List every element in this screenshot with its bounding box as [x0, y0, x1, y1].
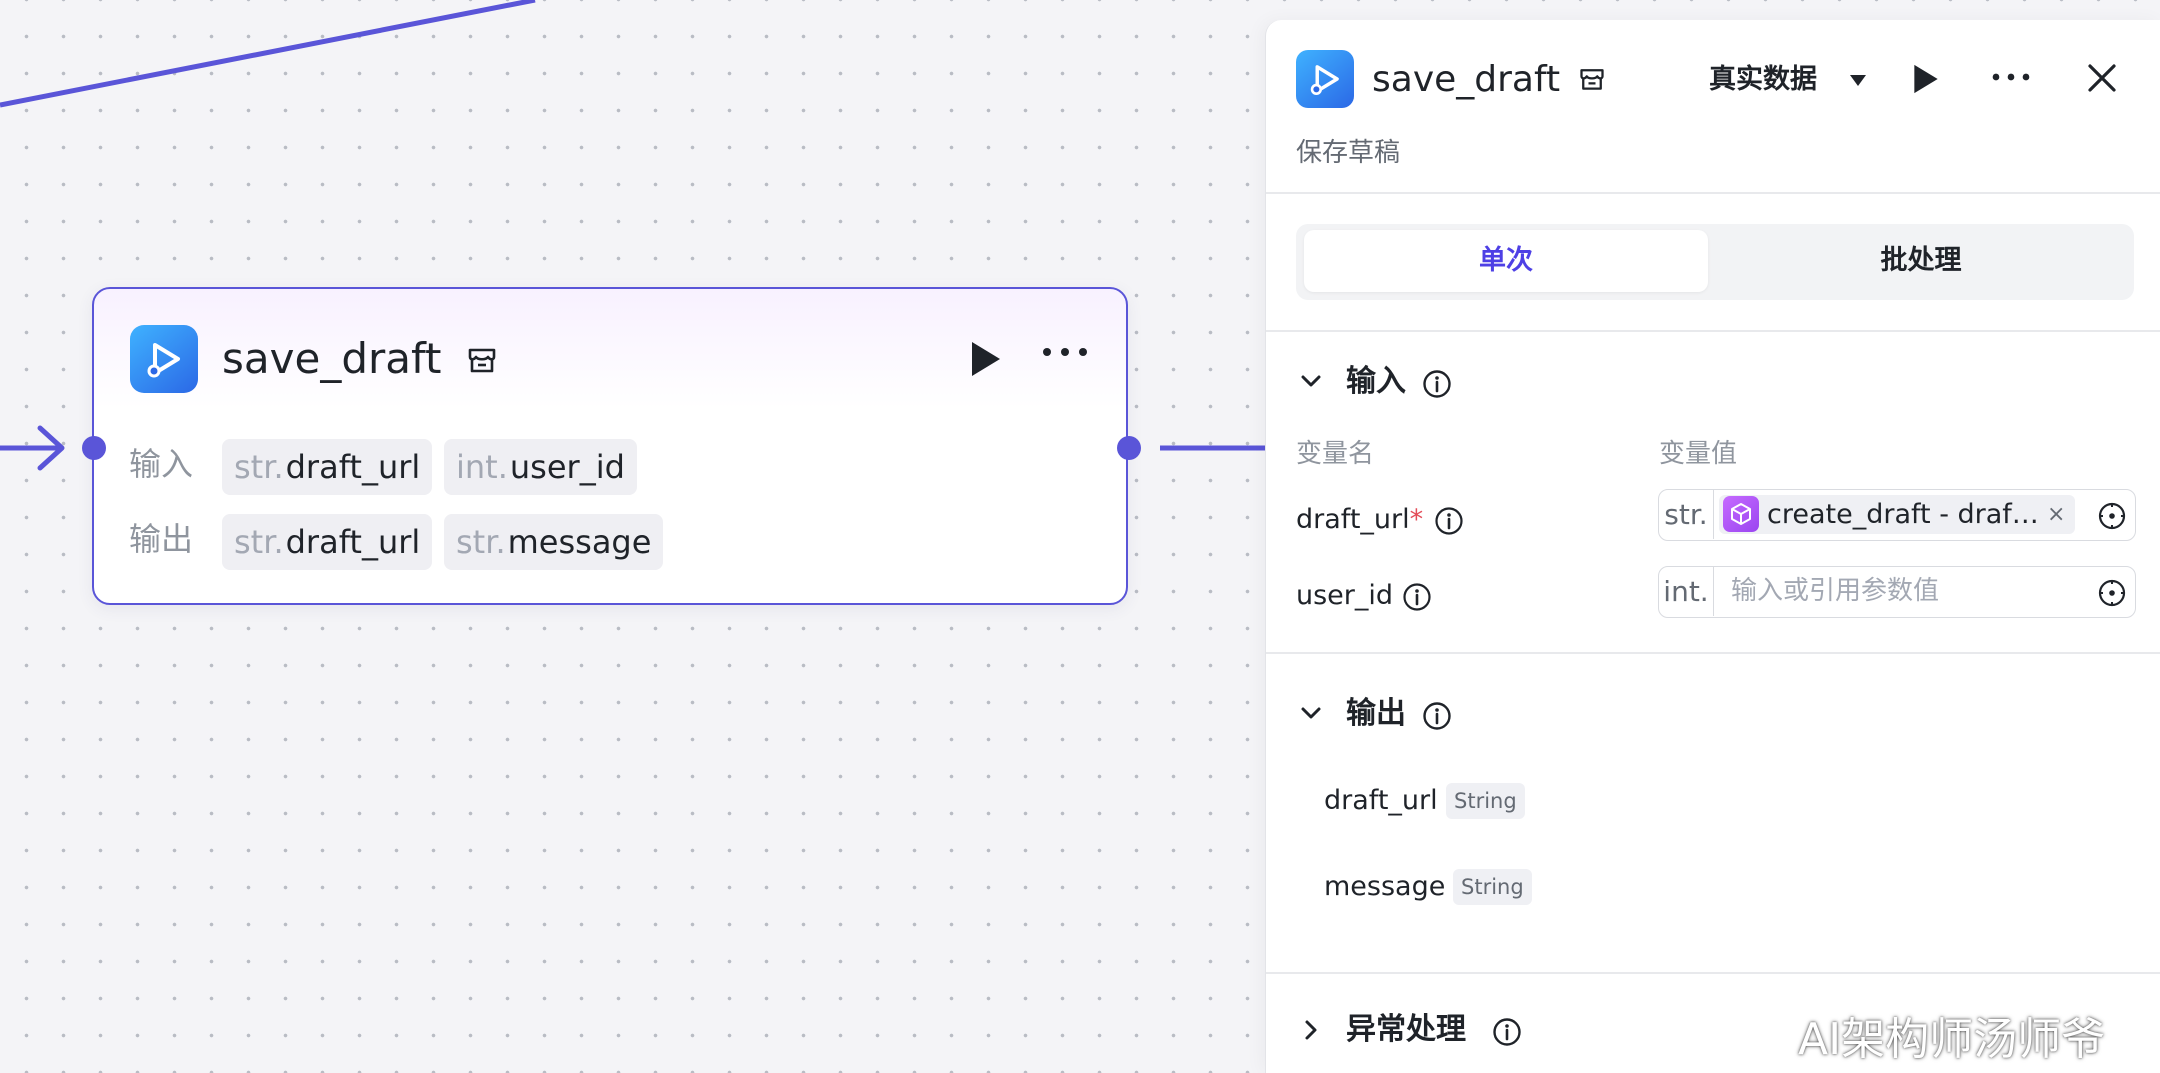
- arrow-head-icon: [37, 425, 65, 471]
- info-icon[interactable]: [1422, 369, 1452, 403]
- store-icon: [466, 344, 498, 380]
- tab-batch[interactable]: 批处理: [1880, 245, 1962, 276]
- node-input-chip: str.draft_url: [222, 439, 433, 495]
- panel-title: save_draft: [1372, 59, 1561, 100]
- user-id-input[interactable]: 输入或引用参数值: [1731, 576, 1940, 606]
- chevron-down-icon[interactable]: [1298, 700, 1324, 730]
- output-section-title[interactable]: 输出: [1346, 696, 1406, 731]
- output-var-draft-url: draft_url: [1324, 785, 1438, 816]
- error-section-title[interactable]: 异常处理: [1346, 1012, 1466, 1047]
- output-var-message: message: [1324, 871, 1446, 902]
- divider: [1266, 192, 2160, 194]
- node-input-label: 输入: [129, 445, 194, 483]
- run-mode-tabs: 单次 批处理: [1296, 224, 2134, 300]
- watermark: AI架构师汤师爷: [1798, 1014, 2106, 1065]
- type-badge: String: [1453, 869, 1532, 905]
- chevron-down-icon[interactable]: [1298, 368, 1324, 398]
- node-output-chip: str.message: [444, 514, 664, 570]
- node-config-panel: save_draft 真实数据 保存草稿 单次 批处理 输入 变量名 变量值 d…: [1265, 20, 2160, 1073]
- node-output-label: 输出: [129, 520, 194, 558]
- type-prefix: int.: [1659, 567, 1714, 616]
- chevron-right-icon[interactable]: [1298, 1017, 1324, 1047]
- output-port[interactable]: [1117, 436, 1141, 460]
- var-name-user-id: user_id: [1296, 580, 1394, 611]
- plugin-logo-icon: [1296, 50, 1354, 108]
- clear-reference-icon[interactable]: ×: [2047, 502, 2066, 527]
- info-icon[interactable]: [1492, 1017, 1522, 1051]
- reference-target-icon[interactable]: [2097, 501, 2127, 535]
- reference-chip[interactable]: create_draft - draf… ×: [1719, 495, 2075, 534]
- input-section-title[interactable]: 输入: [1346, 364, 1406, 399]
- type-badge: String: [1446, 783, 1525, 819]
- close-icon[interactable]: [2086, 62, 2118, 98]
- col-head-name: 变量名: [1296, 439, 1375, 469]
- info-icon[interactable]: [1402, 582, 1432, 616]
- node-card-save-draft[interactable]: save_draft 输入 str.draft_url int.user_id …: [92, 287, 1128, 605]
- reference-target-icon[interactable]: [2097, 578, 2127, 612]
- more-icon[interactable]: [1991, 67, 2031, 86]
- info-icon[interactable]: [1434, 506, 1464, 540]
- run-icon[interactable]: [1911, 62, 1941, 100]
- more-icon[interactable]: [1042, 343, 1088, 362]
- node-title: save_draft: [222, 334, 442, 383]
- node-input-chip: int.user_id: [444, 439, 637, 495]
- draft-url-value-field[interactable]: str. create_draft - draf… ×: [1658, 489, 2136, 541]
- caret-down-icon[interactable]: [1849, 72, 1867, 91]
- incoming-wire-top: [0, 0, 536, 108]
- panel-description: 保存草稿: [1296, 138, 1401, 168]
- var-name-draft-url: draft_url*: [1296, 504, 1424, 535]
- info-icon[interactable]: [1422, 701, 1452, 735]
- run-icon[interactable]: [968, 339, 1004, 383]
- divider: [1266, 330, 2160, 332]
- input-port[interactable]: [82, 436, 106, 460]
- data-mode-select[interactable]: 真实数据: [1709, 64, 1817, 95]
- divider: [1266, 652, 2160, 654]
- tab-single[interactable]: 单次: [1304, 230, 1708, 292]
- store-icon: [1578, 65, 1606, 97]
- col-head-value: 变量值: [1659, 439, 1738, 469]
- cube-icon: [1723, 496, 1759, 532]
- reference-text: create_draft - draf…: [1767, 499, 2039, 530]
- plugin-logo-icon: [130, 325, 198, 393]
- node-output-chip: str.draft_url: [222, 514, 433, 570]
- user-id-value-field[interactable]: int. 输入或引用参数值: [1658, 566, 2136, 618]
- type-prefix: str.: [1659, 490, 1714, 539]
- divider: [1266, 972, 2160, 974]
